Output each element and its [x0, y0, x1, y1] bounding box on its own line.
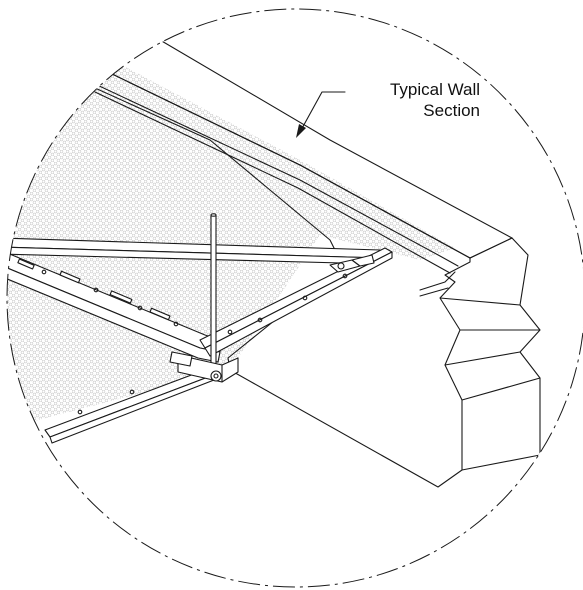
main-runner-front	[7, 249, 221, 363]
wall-angle-trim	[94, 83, 459, 297]
hanger-bracket	[169, 351, 239, 383]
callout-line-1: Typical Wall	[389, 80, 480, 99]
ceiling-panel	[7, 40, 455, 430]
wall-clip	[329, 254, 375, 273]
callout-label: Typical Wall Section	[330, 79, 480, 121]
callout-line-2: Section	[423, 101, 480, 120]
hanger-rod	[210, 213, 217, 368]
wall-front-face	[94, 71, 471, 488]
wall-end-profile	[461, 237, 541, 471]
cross-tee	[7, 237, 393, 357]
callout-leader	[296, 91, 346, 138]
